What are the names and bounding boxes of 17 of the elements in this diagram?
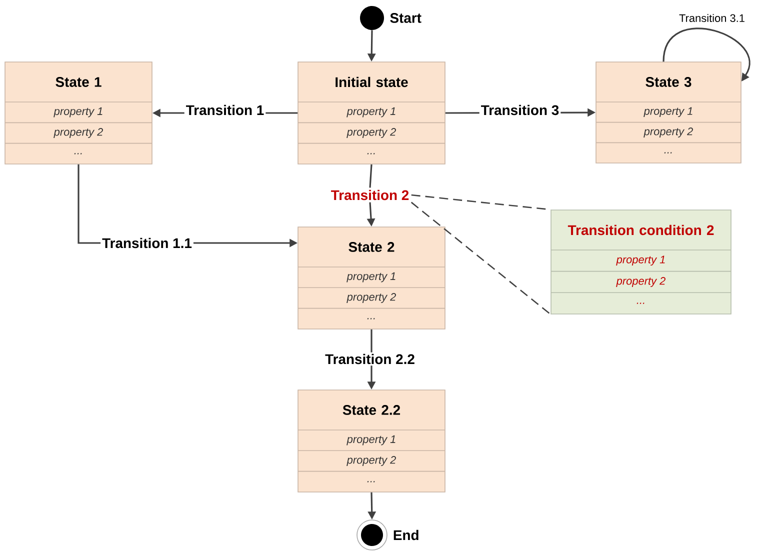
state-box: State 2 property 1 property 2 ...	[298, 226, 446, 330]
state-box: State 3 property 1 property 2 ...	[596, 62, 742, 164]
edge-label: Transition 3	[479, 103, 561, 117]
state-box: State 1 property 1 property 2 ...	[4, 62, 152, 164]
dashed-line	[410, 202, 552, 315]
start-dot	[360, 6, 384, 30]
edge-label: Transition 1.1	[100, 236, 194, 250]
edge-label: Transition 1	[184, 103, 266, 117]
state-box: State 2.2 property 1 property 2 ...	[298, 390, 446, 492]
edge-label: Transition 2.2	[324, 352, 416, 366]
condition-box: Transition condition 2 property 1 property 2 ...	[550, 210, 732, 314]
transition-label: Transition 2	[331, 190, 409, 200]
terminal-label: End	[394, 530, 418, 540]
terminal-label: Start	[390, 13, 422, 23]
edge-label: Transition 3.1	[678, 12, 746, 24]
state-box: Initial state property 1 property 2 ...	[298, 62, 446, 164]
end-dot	[356, 520, 388, 550]
